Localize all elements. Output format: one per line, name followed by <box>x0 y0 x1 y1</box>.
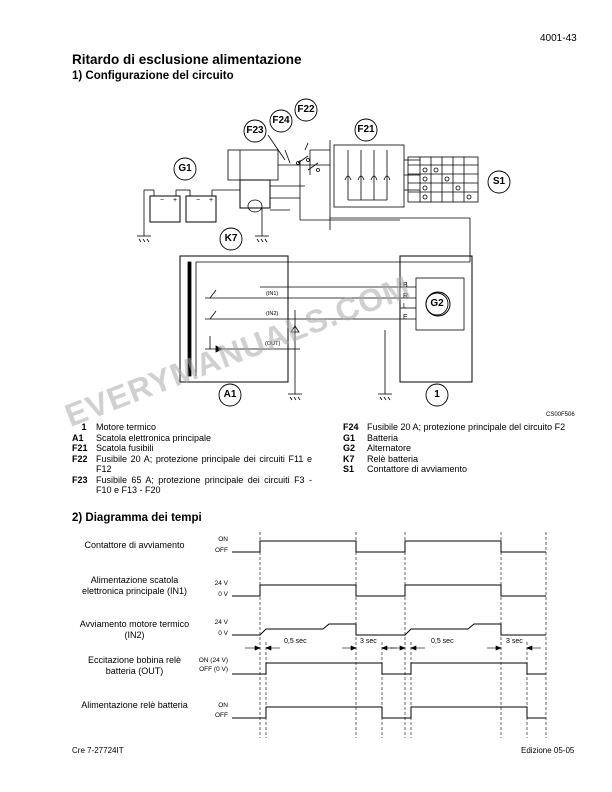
svg-text:(IN1): (IN1) <box>266 291 278 297</box>
terminal-e: E <box>403 314 408 321</box>
legend-item: F24 Fusibile 20 A; protezione principale … <box>343 422 593 433</box>
legend-code: F23 <box>72 474 88 485</box>
legend-item: F22 Fusibile 20 A; protezione principale … <box>72 454 312 475</box>
duration-label: 3 sec <box>506 638 523 645</box>
state-low: OFF <box>215 547 228 554</box>
legend-text: Motore termico <box>96 422 157 432</box>
legend-item: S1 Contattore di avviamento <box>343 464 593 475</box>
state-high: ON (24 V) <box>198 657 228 664</box>
footer-doc-code: Cre 7-27724IT <box>72 746 124 755</box>
module-a1: (IN1) <box>179 255 470 401</box>
state-high: 24 V <box>214 580 228 587</box>
battery-g1: − + − + <box>137 189 240 243</box>
waveform-out <box>232 662 546 675</box>
label-engine: 1 <box>434 389 440 400</box>
svg-text:+: + <box>173 197 177 204</box>
legend-item: A1 Scatola elettronica principale <box>72 433 312 444</box>
page-number: 4001-43 <box>540 33 577 44</box>
legend-item: 1 Motore termico <box>72 422 312 433</box>
label-f22: F22 <box>297 104 315 115</box>
legend-text: Relè batteria <box>367 453 419 464</box>
legend-text: Fusibile 65 A; protezione principale dei… <box>96 474 312 496</box>
timing-label-in1: Alimentazione scatola elettronica princi… <box>81 575 188 596</box>
svg-text:+: + <box>209 197 213 204</box>
legend-item: F21 Scatola fusibili <box>72 443 312 454</box>
legend-code: F24 <box>343 422 359 432</box>
duration-label: 0,5 sec <box>284 638 307 645</box>
label-s1: S1 <box>492 176 506 187</box>
legend-code: 1 <box>81 422 87 432</box>
module-line-out: (OUT) <box>265 341 281 347</box>
section-heading-timing: 2) Diagramma dei tempi <box>72 512 202 524</box>
figure-code: CS00F506 <box>546 412 575 418</box>
label-k7: K7 <box>224 233 238 244</box>
callouts <box>173 98 511 407</box>
label-f21: F21 <box>357 124 375 135</box>
legend-code: G1 <box>343 432 356 443</box>
waveform-starter <box>232 540 546 553</box>
legend-code: G2 <box>343 443 356 453</box>
terminal-b: B <box>403 282 408 289</box>
state-high: 24 V <box>214 619 228 626</box>
svg-text:−: − <box>196 197 200 204</box>
legend-code: F22 <box>72 453 88 464</box>
legend-item: K7 Relè batteria <box>343 454 593 465</box>
legend-code: F21 <box>72 443 88 453</box>
circuit-diagram: − + − + <box>137 98 511 407</box>
relay-k7 <box>239 179 305 243</box>
legend-text: Fusibile 20 A; protezione principale dei… <box>96 453 312 475</box>
legend-code: K7 <box>343 453 355 464</box>
timing-label-relay: Alimentazione relè batteria <box>81 700 188 710</box>
state-low: 0 V <box>218 630 228 637</box>
duration-label: 3 sec <box>360 638 377 645</box>
legend-text: Batteria <box>367 432 399 443</box>
label-g1: G1 <box>178 163 192 174</box>
state-low: OFF (0 V) <box>199 666 228 673</box>
waveform-in1 <box>232 584 546 597</box>
terminal-r: R <box>403 293 409 300</box>
legend-text: Scatola fusibili <box>96 443 154 453</box>
terminal-l: L <box>403 303 407 310</box>
label-a1: A1 <box>223 389 237 400</box>
label-f24: F24 <box>272 115 290 126</box>
legend-code: A1 <box>72 432 84 443</box>
fuse-wiring <box>227 134 470 230</box>
start-switch-s1 <box>407 156 479 203</box>
label-f23: F23 <box>246 125 264 136</box>
footer-edition: Edizione 05-05 <box>521 746 575 755</box>
duration-label: 0,5 sec <box>431 638 454 645</box>
state-high: ON <box>218 536 228 543</box>
legend-item: G1 Batteria <box>343 433 593 444</box>
section-heading-circuit: 1) Configurazione del circuito <box>72 70 234 82</box>
module-line-in2: (IN2) <box>266 311 279 317</box>
waveform-in2 <box>232 623 546 636</box>
legend-text: Scatola elettronica principale <box>96 432 212 443</box>
svg-text:−: − <box>160 197 164 204</box>
legend-item: G2 Alternatore <box>343 443 593 454</box>
legend-code: S1 <box>343 464 355 474</box>
legend-text: Alternatore <box>367 443 412 453</box>
legend-item: F23 Fusibile 65 A; protezione principale … <box>72 475 312 496</box>
timing-label-in2: Avviamento motore termico (IN2) <box>79 619 190 640</box>
state-low: 0 V <box>218 591 228 598</box>
legend-text: Contattore di avviamento <box>367 464 468 474</box>
state-high: ON <box>218 702 228 709</box>
legend-right: F24 Fusibile 20 A; protezione principale … <box>343 422 593 475</box>
label-g2: G2 <box>430 298 444 309</box>
timing-label-starter: Contattore di avviamento <box>84 540 185 550</box>
legend-text: Fusibile 20 A; protezione principale del… <box>367 422 566 432</box>
duration-arrows <box>245 645 541 651</box>
page-title: Ritardo di esclusione alimentazione <box>72 52 302 67</box>
legend-left: 1 Motore termico A1 Scatola elettronica pr… <box>72 422 312 496</box>
state-low: OFF <box>215 712 228 719</box>
waveform-relay <box>232 706 546 719</box>
timing-label-out: Eccitazione bobina relè batteria (OUT) <box>87 655 182 676</box>
